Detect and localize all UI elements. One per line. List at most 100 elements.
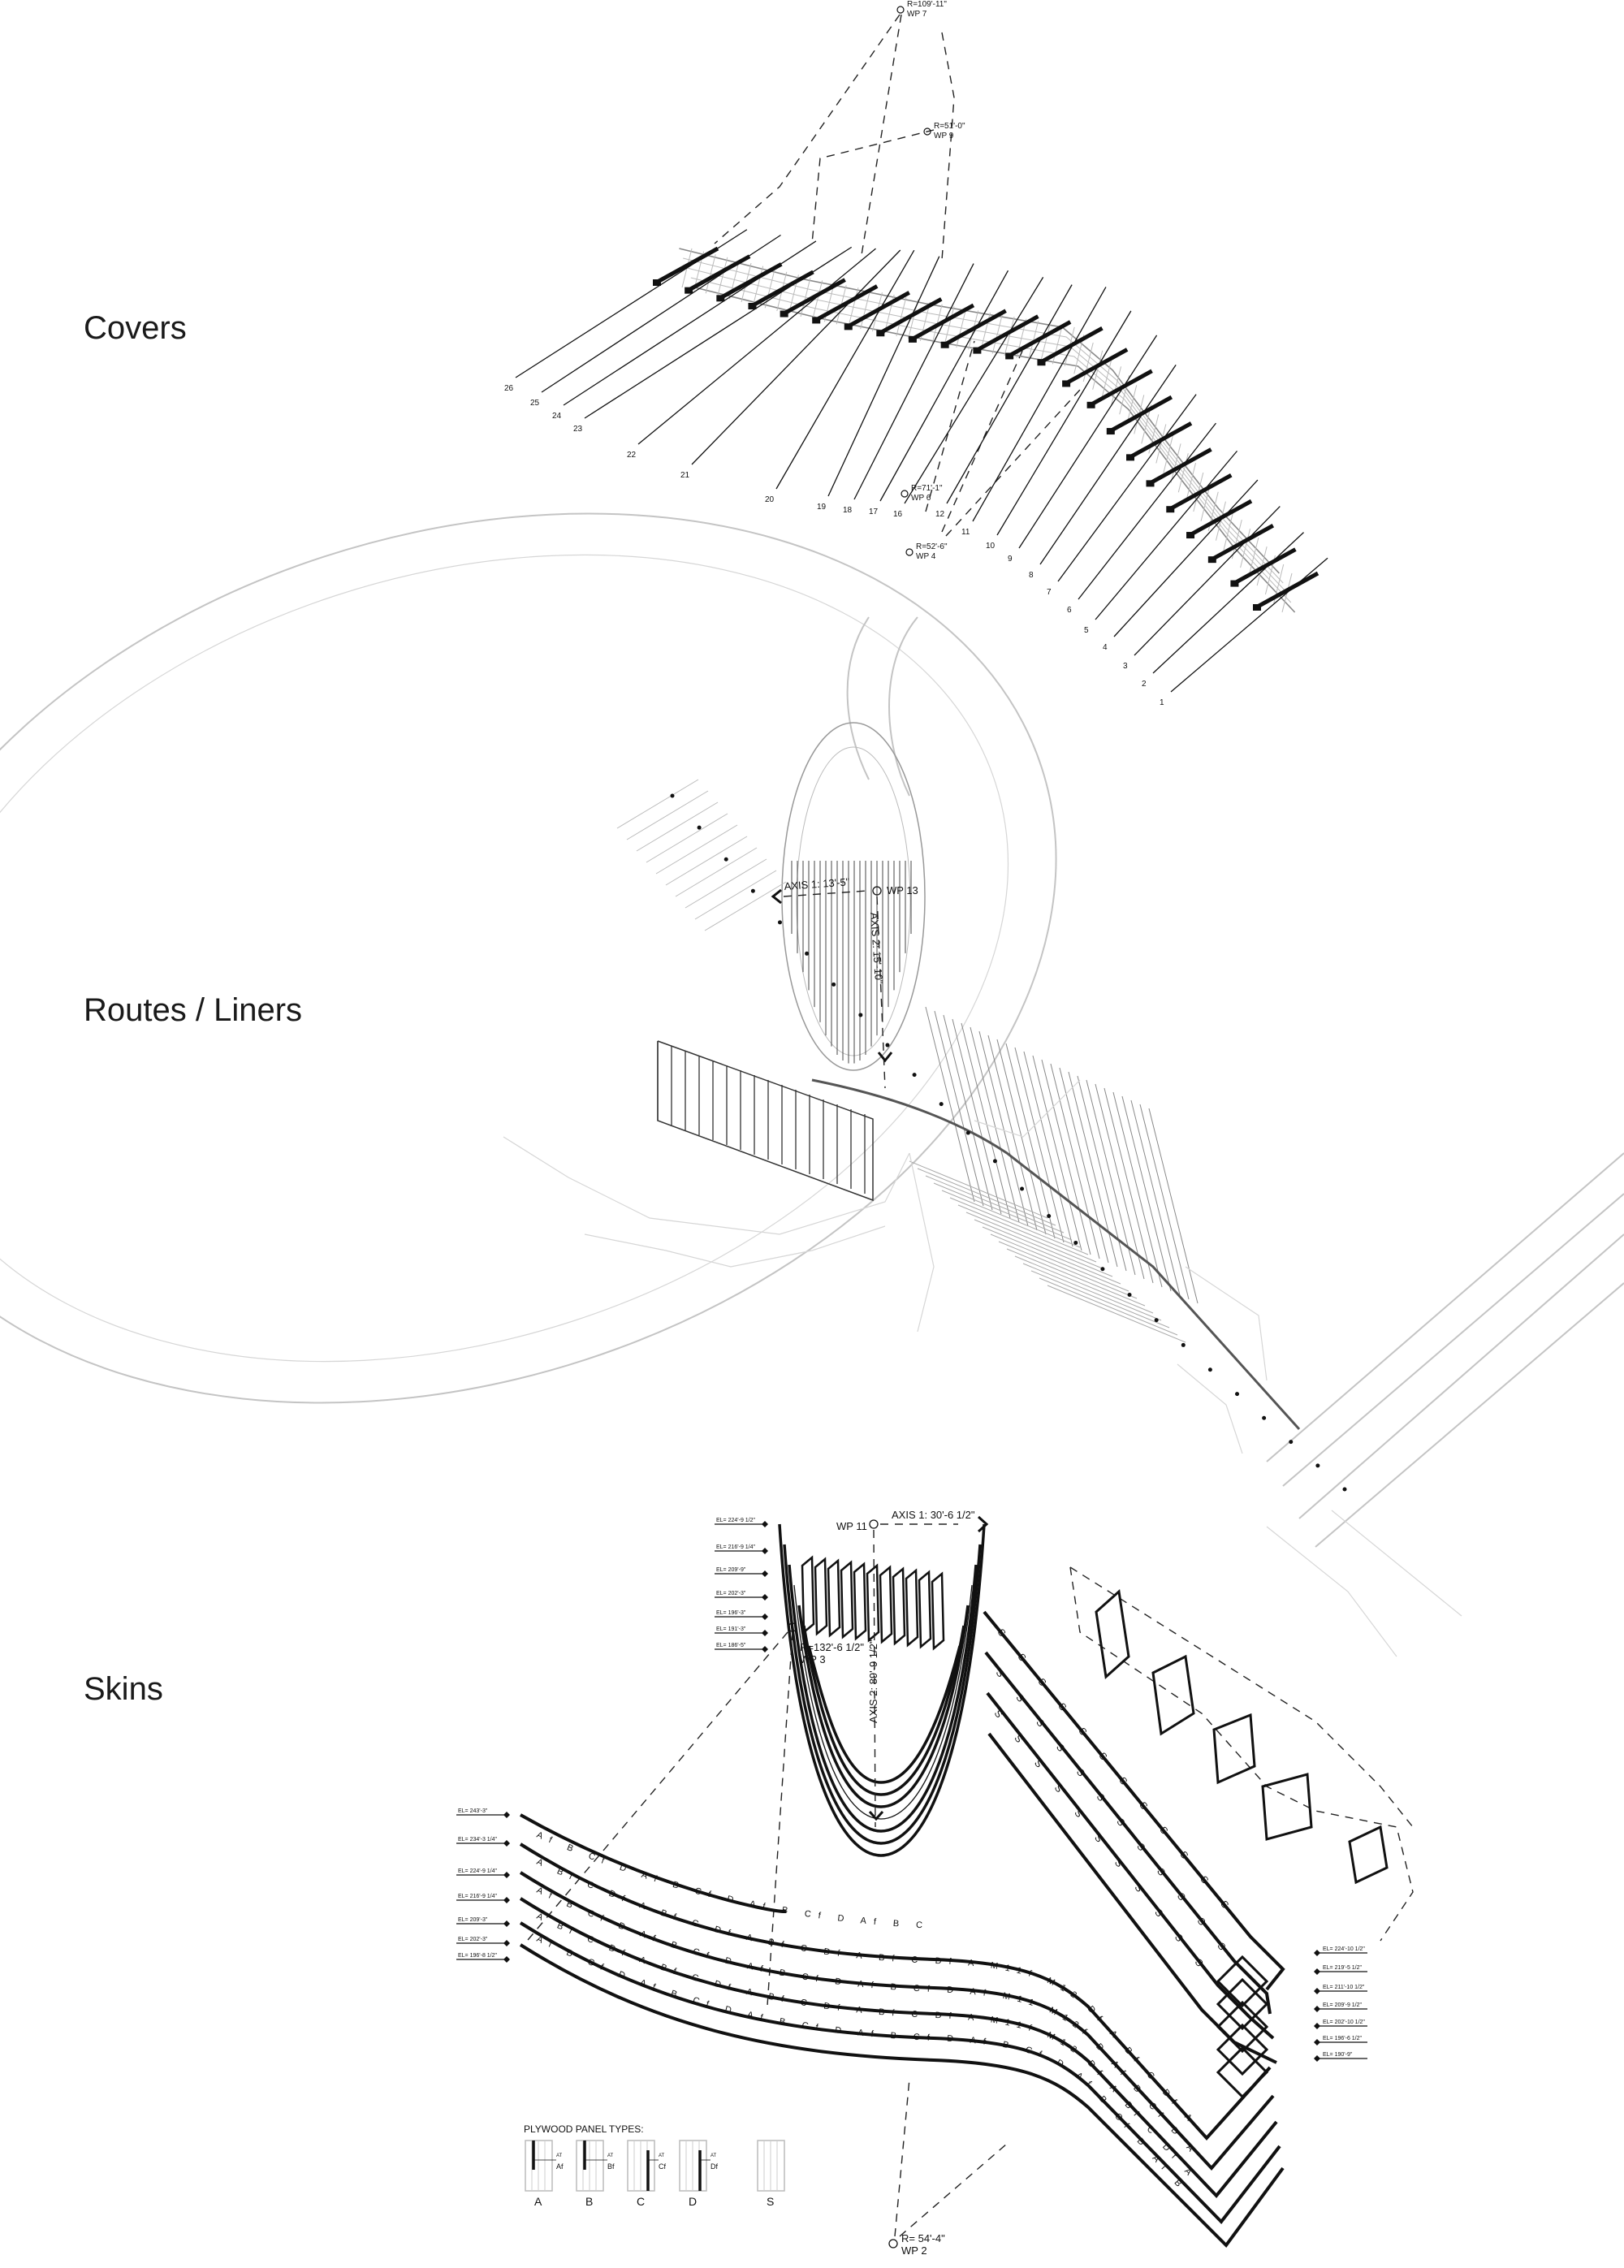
- cover-band-grid: [1170, 443, 1181, 483]
- cover-band-grid: [991, 314, 1003, 354]
- cover-rib-number: 5: [1084, 626, 1089, 635]
- cover-band-grid: [1163, 434, 1174, 473]
- route-dot: [670, 793, 675, 798]
- cover-rib-bracket: [812, 317, 821, 324]
- liner-stripe: [694, 870, 777, 920]
- liner-stripe: [1014, 1255, 1154, 1314]
- liner-stripe: [1130, 1099, 1181, 1296]
- covers-dashed-setout: [714, 14, 1081, 537]
- elevation-marker-icon: [762, 1614, 768, 1620]
- liner-stripe: [1139, 1104, 1190, 1300]
- elevation-marker-icon: [1314, 2055, 1320, 2062]
- flat-skin-band-curve: [520, 1813, 787, 1914]
- oval-skin-curve: [797, 1605, 970, 1808]
- cover-rib-bracket: [1126, 454, 1135, 461]
- route-dot: [965, 1130, 970, 1135]
- elevation-marker-icon: [1314, 1950, 1320, 1956]
- route-dot: [777, 920, 782, 925]
- liner-stripe: [970, 1026, 1020, 1223]
- liner-stripe: [957, 1204, 1097, 1263]
- cover-band-grid: [1231, 520, 1242, 559]
- top-elevation-markers: EL= 224'-9 1/2"EL= 216'-9 1/4"EL= 209'-9…: [715, 1518, 768, 1652]
- liner-stripe: [1014, 1047, 1065, 1243]
- route-dot: [723, 857, 728, 862]
- cover-band-grid: [1040, 322, 1052, 362]
- s-skin-band-curve: [987, 1732, 1277, 2064]
- cover-radial-line: [1078, 422, 1216, 600]
- cover-rib-number: 10: [986, 542, 996, 551]
- cover-rib-number: 23: [573, 425, 583, 434]
- cover-rib-bracket: [908, 335, 917, 343]
- route-dot: [750, 888, 755, 893]
- left-elevation-label: EL= 202'-3": [458, 1937, 488, 1942]
- route-dot: [1100, 1267, 1105, 1272]
- legend-title: PLYWOOD PANEL TYPES:: [524, 2123, 644, 2135]
- oval-skin-panel: [879, 1565, 893, 1644]
- skin-axis-annotation: WP 11 AXIS 1: 30'-6 1/2" AXIS 2: 89'-9 1…: [523, 1509, 1008, 2257]
- cover-band-grid: [1240, 529, 1251, 568]
- liner-stripe: [1006, 1248, 1146, 1307]
- wp-target-icon: [901, 490, 909, 498]
- cover-rib: [879, 297, 943, 335]
- cover-radial-line: [637, 248, 876, 445]
- cover-rib: [1255, 571, 1320, 610]
- cover-rib-bracket: [1037, 359, 1046, 366]
- route-dot: [1154, 1318, 1159, 1323]
- elevation-marker-icon: [1314, 2039, 1320, 2046]
- cover-rib-bracket: [685, 287, 693, 294]
- cover-rib: [1007, 320, 1072, 358]
- cover-band-grid: [1155, 424, 1167, 464]
- oval-skin-panel: [892, 1566, 906, 1646]
- cover-band-grid: [1126, 385, 1138, 425]
- s-skin-diamond: [1216, 2023, 1269, 2076]
- liner-stripe: [1030, 1270, 1170, 1328]
- route-dot: [885, 1043, 890, 1048]
- elevation-marker-icon: [762, 1630, 768, 1636]
- route-dot: [1073, 1240, 1078, 1245]
- cover-rib-number: 19: [817, 503, 827, 512]
- cover-rib: [1148, 447, 1212, 486]
- route-dot: [1207, 1367, 1212, 1372]
- elevation-marker-icon: [503, 1956, 510, 1963]
- elevation-marker-icon: [1314, 2023, 1320, 2029]
- legend-type-label: B: [585, 2195, 593, 2208]
- cover-rib: [1108, 395, 1173, 434]
- liner-stripe: [925, 1175, 1065, 1233]
- oval-skin-panel: [931, 1571, 945, 1651]
- cover-rib: [1210, 523, 1275, 562]
- liner-stripe: [1032, 1055, 1082, 1251]
- cover-marker-wp: WP 4: [916, 552, 936, 561]
- cover-radial-line: [1152, 532, 1304, 674]
- route-dot: [805, 951, 810, 956]
- legend-type-label: A: [534, 2195, 542, 2208]
- oval-skin-curves: [778, 1523, 986, 1857]
- cover-radial-line: [563, 240, 817, 406]
- wp-target-icon: [923, 127, 931, 136]
- cover-rib-number: 11: [961, 528, 970, 537]
- s-skin-diamond: [1216, 1955, 1269, 2008]
- cover-rib-bracket: [1253, 604, 1261, 611]
- skins-axis-2-label: AXIS 2: 89'-9 1/2": [867, 1639, 879, 1723]
- route-dot: [858, 1013, 863, 1017]
- legend-at-label: AT: [607, 2154, 614, 2158]
- building-oval-inner: [796, 746, 911, 1056]
- top-elevation-label: EL= 209'-9": [716, 1567, 746, 1573]
- legend-type-label: S: [767, 2195, 774, 2208]
- cover-rib-bracket: [1062, 380, 1071, 387]
- oval-skin-curve: [778, 1523, 986, 1857]
- right-elevation-markers: EL= 224'-10 1/2"EL= 219'-5 1/2"EL= 211'-…: [1314, 1946, 1367, 2062]
- cover-band-grid: [956, 308, 967, 348]
- route-dot: [1235, 1392, 1240, 1397]
- cover-band-grid: [1004, 316, 1015, 356]
- cover-rib-number: 20: [765, 495, 775, 504]
- cover-band-grid: [812, 280, 823, 320]
- elevation-marker-icon: [503, 1872, 510, 1878]
- cover-rib: [1188, 499, 1253, 538]
- liner-stripe: [636, 801, 719, 852]
- liner-stripe: [998, 1241, 1138, 1299]
- cover-rib-bracket: [653, 279, 661, 286]
- axis-annotation: AXIS 1: 13'-5" WP 13 AXIS 2: 15'-10": [771, 875, 918, 1089]
- flat-skin-band-curve: [519, 1842, 1272, 2141]
- liner-stripe: [646, 813, 728, 863]
